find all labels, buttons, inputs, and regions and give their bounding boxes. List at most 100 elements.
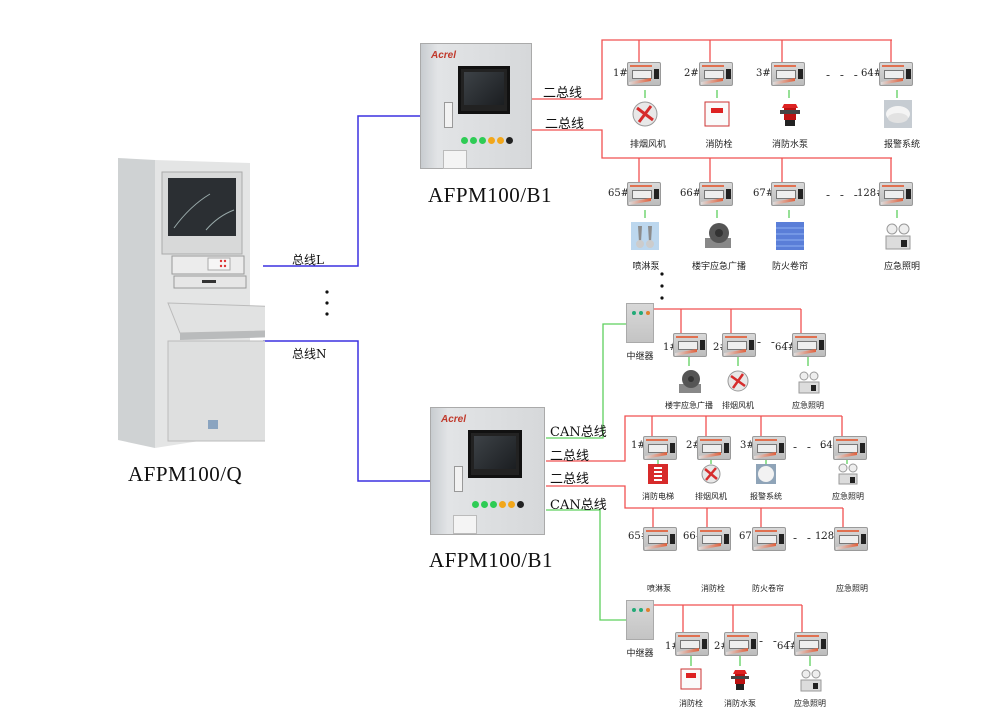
printer-icon <box>443 150 467 169</box>
device-name: 排烟风机 <box>695 492 727 501</box>
fire-hydrant-box-icon <box>680 668 702 690</box>
device-number: 3# <box>756 68 771 79</box>
device-name: 楼宇应急广播 <box>691 262 747 272</box>
brand-logo: Acrel <box>441 414 467 425</box>
black-button-icon <box>517 501 524 508</box>
device-number: 2# <box>714 641 729 652</box>
top-device-links <box>644 90 898 218</box>
brand-logo: Acrel <box>431 50 457 61</box>
smoke-detector-icon <box>884 100 912 128</box>
top-bus-2-label: 二总线 <box>545 117 585 132</box>
top-two-wire-bus-2 <box>532 129 892 159</box>
bottom-controller-cabinet[interactable]: Acrel <box>430 407 545 535</box>
bus-ellipsis-dots <box>325 290 329 316</box>
monitor-module-64[interactable] <box>792 333 826 357</box>
device-number: 1# <box>663 342 678 353</box>
monitor-module-64[interactable] <box>833 436 867 460</box>
monitor-module-1[interactable] <box>627 62 661 86</box>
monitor-module-1[interactable] <box>643 436 677 460</box>
device-name: 消防栓 <box>679 699 703 708</box>
monitor-module-2[interactable] <box>724 632 758 656</box>
top-controller-cabinet[interactable]: Acrel <box>420 43 532 169</box>
monitor-module-3[interactable] <box>752 436 786 460</box>
bottom-controller-model-label: AFPM100/B1 <box>429 548 554 572</box>
bus-l-wire <box>263 115 420 267</box>
emergency-light-icon <box>838 463 858 485</box>
repeater-label: 中继器 <box>626 649 654 659</box>
fire-hydrant-box-icon <box>704 101 730 127</box>
device-number: 64# <box>777 641 799 652</box>
repeater-top[interactable] <box>626 303 654 343</box>
green-lamp-icon <box>470 137 477 144</box>
monitor-module-1[interactable] <box>675 632 709 656</box>
ellipsis: - - - <box>793 531 828 545</box>
sprinkler-icon <box>631 222 659 250</box>
monitor-module-2[interactable] <box>697 436 731 460</box>
device-name: 应急照明 <box>883 262 921 272</box>
device-number: 67# <box>753 188 775 199</box>
bottom-bus-2-label: 二总线 <box>550 472 590 487</box>
green-lamp-icon <box>481 501 488 508</box>
bus-l-label: 总线L <box>292 253 324 267</box>
monitor-module-1[interactable] <box>673 333 707 357</box>
device-number: 64# <box>775 342 797 353</box>
device-number: 128# <box>815 531 843 542</box>
controller-screen <box>468 430 522 478</box>
device-number: 65# <box>608 188 630 199</box>
door-lock-icon <box>454 466 463 492</box>
device-name: 消防电梯 <box>642 492 674 501</box>
emergency-light-icon <box>885 223 911 250</box>
repeater-label: 中继器 <box>626 352 654 362</box>
device-number: 3# <box>740 440 755 451</box>
device-name: 应急照明 <box>836 584 868 593</box>
monitor-module-66[interactable] <box>697 527 731 551</box>
emergency-broadcast-icon <box>679 370 701 393</box>
monitor-module-64[interactable] <box>879 62 913 86</box>
monitor-module-67[interactable] <box>771 182 805 206</box>
device-name: 防火卷帘 <box>752 584 784 593</box>
green-lamp-icon <box>461 137 468 144</box>
device-number: 66# <box>680 188 702 199</box>
smoke-exhaust-fan-icon <box>701 464 721 484</box>
bottom-two-wire-bus-1 <box>546 415 842 462</box>
host-model-label: AFPM100/Q <box>128 462 243 486</box>
monitor-module-65[interactable] <box>627 182 661 206</box>
monitor-module-128[interactable] <box>879 182 913 206</box>
device-name: 喷淋泵 <box>647 584 671 593</box>
ellipsis: - - - <box>759 634 794 648</box>
can-bus-2-wire <box>546 509 626 621</box>
device-name: 应急照明 <box>792 401 824 410</box>
ellipsis: - - - <box>757 335 792 349</box>
controller-screen <box>458 66 510 114</box>
device-name: 防火卷帘 <box>771 262 809 272</box>
ellipsis: - - - <box>826 68 861 82</box>
monitor-module-128[interactable] <box>834 527 868 551</box>
can-bus-2-label: CAN总线 <box>550 498 607 513</box>
repeater-bottom[interactable] <box>626 600 654 640</box>
monitor-module-2[interactable] <box>722 333 756 357</box>
smoke-exhaust-fan-icon <box>632 101 658 127</box>
monitor-module-65[interactable] <box>643 527 677 551</box>
amber-lamp-icon <box>499 501 506 508</box>
monitor-module-64[interactable] <box>794 632 828 656</box>
bottom-two-wire-bus-2 <box>546 485 843 509</box>
device-number: 64# <box>820 440 842 451</box>
door-lock-icon <box>444 102 453 128</box>
bottom-bus-1-label: 二总线 <box>550 449 590 464</box>
bus-n-label: 总线N <box>292 347 327 361</box>
monitor-module-2[interactable] <box>699 62 733 86</box>
device-number: 1# <box>613 68 628 79</box>
black-button-icon <box>506 137 513 144</box>
device-name: 报警系统 <box>883 140 921 150</box>
device-name: 楼宇应急广播 <box>665 401 713 410</box>
device-name: 应急照明 <box>794 699 826 708</box>
monitor-module-67[interactable] <box>752 527 786 551</box>
device-number: 64# <box>861 68 883 79</box>
device-number: 2# <box>713 342 728 353</box>
device-name: 消防水泵 <box>724 699 756 708</box>
controller-ellipsis-dots <box>660 272 664 300</box>
monitor-module-3[interactable] <box>771 62 805 86</box>
device-number: 66# <box>683 531 705 542</box>
ellipsis: - - - <box>793 440 828 454</box>
monitor-module-66[interactable] <box>699 182 733 206</box>
